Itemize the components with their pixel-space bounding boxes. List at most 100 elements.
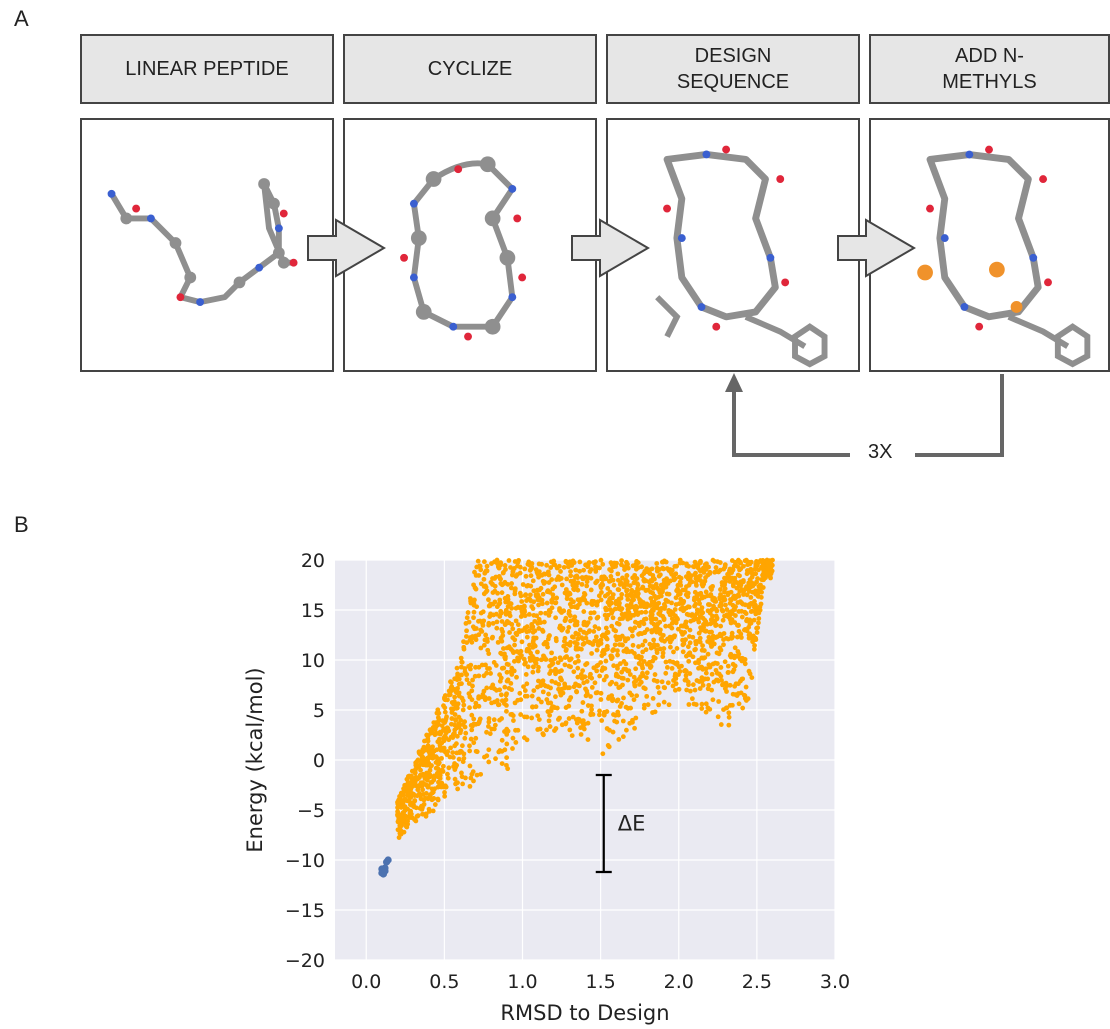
sampled-point xyxy=(511,718,516,723)
sampled-point xyxy=(678,623,684,629)
sampled-point xyxy=(660,632,666,638)
sampled-point xyxy=(605,586,611,591)
sampled-point xyxy=(587,569,593,574)
sampled-point xyxy=(558,676,564,682)
sampled-point xyxy=(495,564,501,570)
sampled-point xyxy=(591,665,597,671)
sampled-point xyxy=(726,714,732,720)
sampled-point xyxy=(482,637,488,643)
sampled-point xyxy=(639,654,644,660)
sampled-point xyxy=(518,712,524,717)
sampled-point xyxy=(642,702,647,708)
sampled-point xyxy=(597,565,602,571)
sampled-point xyxy=(731,667,737,673)
sampled-point xyxy=(528,598,534,604)
sampled-point xyxy=(476,720,482,726)
sampled-point xyxy=(450,750,456,756)
sampled-point xyxy=(421,797,427,803)
sampled-point xyxy=(724,705,730,711)
sampled-point xyxy=(553,615,559,621)
sampled-point xyxy=(625,705,631,711)
sampled-point xyxy=(688,618,694,624)
sampled-point xyxy=(512,642,517,648)
sampled-point xyxy=(707,569,713,575)
sampled-point xyxy=(538,699,544,705)
sampled-point xyxy=(459,672,464,678)
sampled-point xyxy=(656,587,661,592)
sampled-point xyxy=(599,590,604,595)
sampled-point xyxy=(700,682,706,688)
sampled-point xyxy=(705,705,711,711)
sampled-point xyxy=(577,627,583,633)
sampled-point xyxy=(607,567,612,572)
sampled-point xyxy=(569,604,574,610)
sampled-point xyxy=(713,613,719,619)
sampled-point xyxy=(561,643,567,649)
sampled-point xyxy=(681,638,687,644)
sampled-point xyxy=(690,682,696,688)
sampled-point xyxy=(718,623,724,629)
sampled-point xyxy=(573,717,579,723)
sampled-point xyxy=(448,745,453,751)
sampled-point xyxy=(450,754,456,760)
sampled-point xyxy=(700,565,706,571)
sampled-point xyxy=(691,701,697,707)
sampled-point xyxy=(589,707,594,713)
sampled-point xyxy=(537,726,543,732)
sampled-point xyxy=(598,641,604,646)
sampled-point xyxy=(623,667,629,672)
sampled-point xyxy=(459,770,464,776)
sampled-point xyxy=(474,604,480,610)
sampled-point xyxy=(661,558,667,564)
sampled-point xyxy=(661,616,667,621)
sampled-point xyxy=(464,640,470,646)
sampled-point xyxy=(614,560,619,566)
sampled-point xyxy=(640,649,646,655)
sampled-point xyxy=(415,787,421,793)
sampled-point xyxy=(596,626,602,632)
sampled-point xyxy=(674,615,680,621)
sampled-point xyxy=(486,759,492,765)
sampled-point xyxy=(599,574,605,580)
sampled-point xyxy=(502,684,508,690)
sampled-point xyxy=(566,624,572,630)
sampled-point xyxy=(619,606,625,612)
sampled-point xyxy=(429,763,434,768)
sampled-point xyxy=(726,722,732,728)
sampled-point xyxy=(561,608,566,614)
sampled-point xyxy=(633,564,639,569)
sampled-point xyxy=(403,823,409,829)
sampled-point xyxy=(535,713,541,719)
sampled-point xyxy=(577,601,582,607)
sampled-point xyxy=(513,618,519,624)
y-tick-label: −15 xyxy=(285,900,325,922)
sampled-point xyxy=(758,585,763,591)
sampled-point xyxy=(536,616,542,622)
sampled-point xyxy=(551,704,557,710)
sampled-point xyxy=(716,699,722,704)
sampled-point xyxy=(703,670,709,676)
sampled-point xyxy=(642,630,648,636)
sampled-point xyxy=(616,587,622,593)
sampled-point xyxy=(494,625,500,631)
x-tick-label: 1.0 xyxy=(507,971,537,993)
sampled-point xyxy=(753,637,759,643)
sampled-point xyxy=(442,695,447,701)
sampled-point xyxy=(765,560,771,566)
sampled-point xyxy=(733,604,738,610)
sampled-point xyxy=(711,679,717,685)
sampled-point xyxy=(605,743,611,748)
sampled-point xyxy=(615,648,620,654)
sampled-point xyxy=(748,635,754,641)
sampled-point xyxy=(678,600,684,606)
y-tick-label: 20 xyxy=(301,550,325,572)
sampled-point xyxy=(631,697,637,703)
sampled-point xyxy=(698,578,704,583)
sampled-point xyxy=(504,726,510,732)
sampled-point xyxy=(475,558,481,564)
sampled-point xyxy=(664,566,670,571)
sampled-point xyxy=(592,680,598,686)
sampled-point xyxy=(467,743,472,749)
sampled-point xyxy=(753,602,758,608)
sampled-point xyxy=(563,648,569,653)
